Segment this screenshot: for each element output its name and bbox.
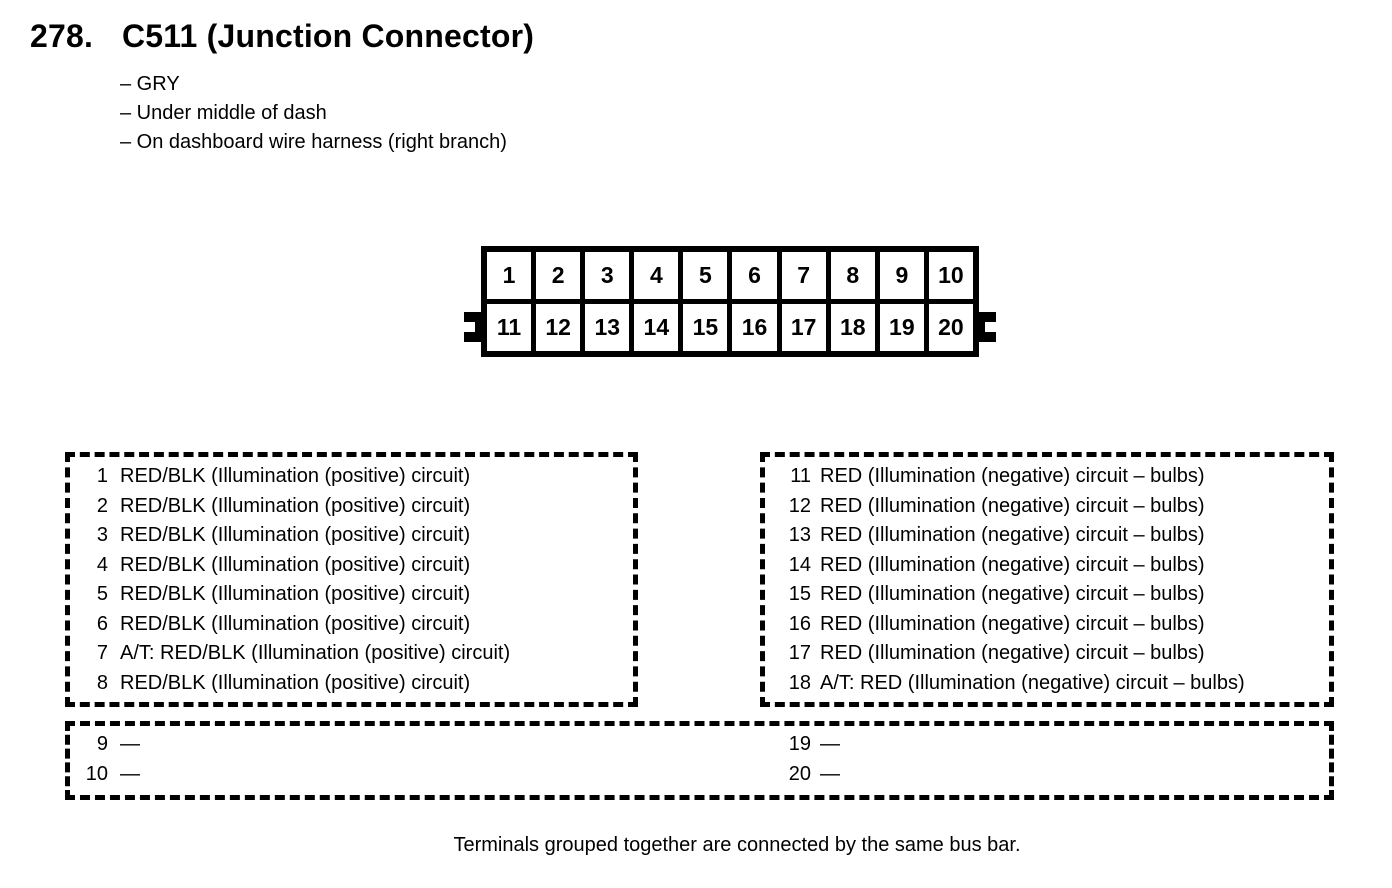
pin-number: 15 [788, 583, 811, 605]
pin-row-10: 10 — [70, 759, 140, 789]
pin-description: RED (Illumination (negative) circuit – b… [820, 494, 1205, 517]
pin-row-17: 17 RED (Illumination (negative) circuit –… [765, 639, 1329, 669]
page-title: 278. C511 (Junction Connector) [30, 18, 534, 55]
pin-description: RED (Illumination (negative) circuit – b… [820, 465, 1205, 487]
pin-number: 12 [788, 494, 811, 517]
pin-description: A/T: RED (Illumination (negative) circui… [820, 671, 1245, 694]
pin-cell-2: 2 [536, 252, 581, 299]
unused-pins-right-column: 19 — 20 — [765, 729, 840, 789]
pin-description: RED (Illumination (negative) circuit – b… [820, 583, 1205, 605]
pin-cell-11: 11 [487, 304, 532, 351]
right-tab-notch [985, 322, 996, 332]
pin-cell-5: 5 [683, 252, 728, 299]
pin-cell-15: 15 [683, 304, 728, 351]
pin-row-5: 5 RED/BLK (Illumination (positive) circui… [70, 580, 633, 610]
note-color: – GRY [120, 73, 180, 95]
pin-row-9: 9— [70, 729, 140, 759]
pin-row-6: 6 RED/BLK (Illumination (positive) circui… [70, 610, 633, 640]
pin-description: RED (Illumination (negative) circuit – b… [820, 553, 1205, 576]
pin-number: 19 [788, 733, 811, 755]
pin-cell-17: 17 [781, 304, 826, 351]
pin-number: 7 [96, 642, 108, 664]
pin-number: 1 [96, 465, 108, 487]
pin-cell-6: 6 [732, 252, 777, 299]
pin-cell-20: 20 [928, 304, 973, 351]
connector-notes: – GRY – Under middle of dash – On dashbo… [120, 70, 507, 157]
pin-number: 11 [790, 465, 811, 487]
junction-connector-diagram: 1 2 3 4 5 6 7 8 9 10 11 12 13 14 15 16 1… [464, 246, 996, 357]
pin-row-2: 2 RED/BLK (Illumination (positive) circui… [70, 492, 633, 522]
pin-cell-19: 19 [879, 304, 924, 351]
pin-number: 6 [96, 612, 108, 635]
pin-cell-4: 4 [634, 252, 679, 299]
pin-description: — [120, 733, 140, 755]
pin-description: RED/BLK (Illumination (positive) circuit… [120, 465, 471, 487]
pin-cell-12: 12 [536, 304, 581, 351]
pin-number: 4 [96, 553, 108, 576]
pin-cell-14: 14 [634, 304, 679, 351]
pin-description: RED (Illumination (negative) circuit – b… [820, 524, 1205, 546]
pin-row-8: 8 RED/BLK (Illumination (positive) circui… [70, 669, 633, 699]
pin-cell-1: 1 [487, 252, 532, 299]
pin-cell-10: 10 [928, 252, 973, 299]
pin-number: 2 [96, 494, 108, 517]
pin-number: 9 [96, 733, 108, 755]
connector-title: C511 (Junction Connector) [122, 18, 535, 54]
pin-description: — [820, 763, 840, 785]
pin-number: 20 [788, 763, 811, 785]
pin-cell-9: 9 [879, 252, 924, 299]
pin-row-20: 20 — [765, 759, 840, 789]
pin-number: 8 [96, 671, 108, 694]
pin-number: 3 [96, 524, 108, 546]
connector-left-tab [464, 312, 481, 342]
pin-group-unused-box: 9— 10— 19— 20— [65, 721, 1334, 800]
pin-row-11: 11 RED (Illumination (negative) circuit –… [765, 462, 1329, 492]
pin-number: 17 [788, 642, 811, 664]
note-harness: – On dashboard wire harness (right branc… [120, 131, 507, 153]
pin-description: RED/BLK (Illumination (positive) circuit… [120, 671, 471, 694]
pin-row-4: 4 RED/BLK (Illumination (positive) circui… [70, 551, 633, 581]
item-number: 278. [30, 18, 94, 54]
note-location: – Under middle of dash [120, 102, 327, 124]
pin-row-16: 16 RED (Illumination (negative) circuit –… [765, 610, 1329, 640]
pin-number: 14 [788, 553, 811, 576]
connector-right-tab [979, 312, 996, 342]
pin-number: 10 [85, 763, 108, 785]
pin-cell-8: 8 [830, 252, 875, 299]
pin-description: RED/BLK (Illumination (positive) circuit… [120, 553, 471, 576]
pin-cell-7: 7 [781, 252, 826, 299]
pin-number: 5 [96, 583, 108, 605]
pin-row-18: 18 A/T: RED (Illumination (negative) circ… [765, 669, 1329, 699]
left-tab-notch [464, 322, 475, 332]
pin-cell-13: 13 [585, 304, 630, 351]
pin-row-15: 15 RED (Illumination (negative) circuit –… [765, 580, 1329, 610]
pin-description: RED/BLK (Illumination (positive) circuit… [120, 612, 471, 635]
pin-cell-16: 16 [732, 304, 777, 351]
pin-description: RED (Illumination (negative) circuit – b… [820, 612, 1205, 635]
pin-cell-18: 18 [830, 304, 875, 351]
pin-grid: 1 2 3 4 5 6 7 8 9 10 11 12 13 14 15 16 1… [487, 252, 973, 351]
footer-note: Terminals grouped together are connected… [453, 834, 1021, 856]
pin-row-13: 13 RED (Illumination (negative) circuit –… [765, 521, 1329, 551]
pin-cell-3: 3 [585, 252, 630, 299]
pin-number: 18 [788, 671, 811, 694]
unused-pins-left-column: 9— 10— [70, 729, 140, 789]
pin-number: 13 [788, 524, 811, 546]
pin-description: — [820, 733, 840, 755]
pin-description: RED (Illumination (negative) circuit – b… [820, 642, 1205, 664]
pin-description: A/T: RED/BLK (Illumination (positive) ci… [120, 642, 511, 664]
pin-description: — [120, 763, 140, 785]
pin-row-14: 14 RED (Illumination (negative) circuit –… [765, 551, 1329, 581]
pin-row-1: 1 RED/BLK (Illumination (positive) circui… [70, 462, 633, 492]
pin-row-19: 19 — [765, 729, 840, 759]
pin-number: 16 [788, 612, 811, 635]
pin-description: RED/BLK (Illumination (positive) circuit… [120, 494, 471, 517]
pin-row-12: 12 RED (Illumination (negative) circuit –… [765, 492, 1329, 522]
pin-row-7: 7 A/T: RED/BLK (Illumination (positive) c… [70, 639, 633, 669]
pin-description: RED/BLK (Illumination (positive) circuit… [120, 524, 471, 546]
pin-description: RED/BLK (Illumination (positive) circuit… [120, 583, 471, 605]
pin-row-3: 3 RED/BLK (Illumination (positive) circui… [70, 521, 633, 551]
